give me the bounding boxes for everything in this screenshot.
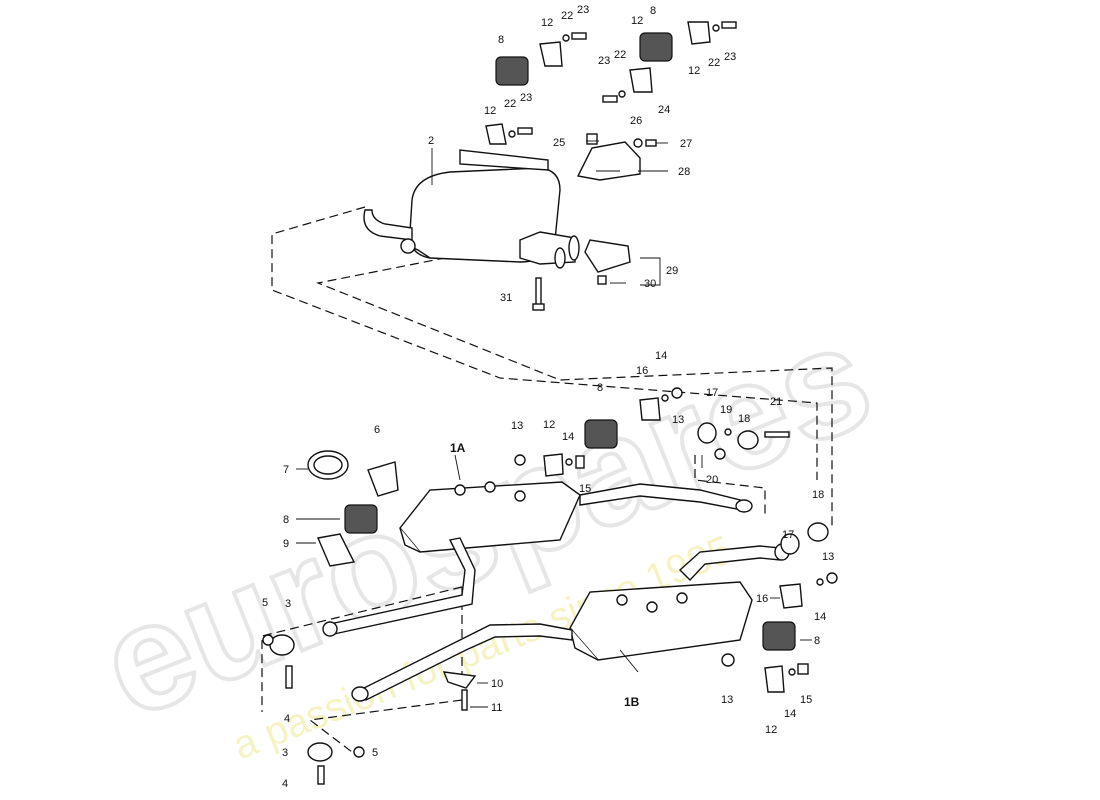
callout-31: 31 — [500, 292, 512, 304]
callout-12-top-right: 12 — [688, 65, 700, 77]
callout-12-top-mid: 12 — [631, 15, 643, 27]
center-muffler — [351, 543, 790, 702]
callout-29: 29 — [666, 265, 678, 277]
callout-24: 24 — [658, 104, 670, 116]
callout-14-right-bottom: 14 — [784, 708, 796, 720]
callout-3-bottom: 3 — [282, 747, 288, 759]
callout-21: 21 — [770, 396, 782, 408]
callout-22-top-left: 22 — [561, 10, 573, 22]
callout-28: 28 — [678, 166, 690, 178]
clamps — [269, 422, 829, 762]
callout-8-left: 8 — [283, 514, 289, 526]
callout-30: 30 — [644, 278, 656, 290]
callout-20: 20 — [706, 474, 718, 486]
callout-labels: 2 1A 1B 8 12 22 23 12 8 22 23 24 12 22 2… — [262, 4, 834, 790]
callout-14-mid-left: 14 — [562, 431, 574, 443]
callout-15-right-bottom: 15 — [800, 694, 812, 706]
rubber-mounts — [344, 32, 796, 651]
callout-9: 9 — [283, 538, 289, 550]
callout-23-top-right: 23 — [724, 51, 736, 63]
callout-4-bottom: 4 — [282, 778, 288, 790]
callout-1b: 1B — [624, 695, 640, 709]
heat-shield — [576, 141, 641, 181]
callout-8-mid: 8 — [597, 382, 603, 394]
callout-12-mid: 12 — [543, 419, 555, 431]
callout-26: 26 — [630, 115, 642, 127]
callout-12-right-bottom: 12 — [765, 724, 777, 736]
callout-22-top-right: 22 — [708, 57, 720, 69]
callout-23-top-mid: 23 — [598, 55, 610, 67]
tailpipe-trim — [584, 239, 631, 273]
callout-11: 11 — [491, 702, 502, 714]
callout-17-mid: 17 — [706, 387, 718, 399]
brackets — [442, 21, 803, 711]
callout-13-mid-right: 13 — [672, 414, 684, 426]
callout-22-upper: 22 — [504, 98, 516, 110]
callout-19: 19 — [720, 404, 732, 416]
callout-18-right: 18 — [812, 489, 824, 501]
callout-12-top-left: 12 — [541, 17, 553, 29]
rear-muffler — [363, 149, 580, 269]
callout-23-upper: 23 — [520, 92, 532, 104]
callout-16-right: 16 — [756, 593, 768, 605]
callout-17-right: 17 — [782, 529, 794, 541]
callout-25: 25 — [553, 137, 565, 149]
callout-5-top: 5 — [262, 597, 268, 609]
callout-8-right: 8 — [814, 635, 820, 647]
callout-6: 6 — [374, 424, 380, 436]
callout-23-top-left: 23 — [577, 4, 589, 16]
callout-8-top-right: 8 — [650, 5, 656, 17]
callout-8-top-left: 8 — [498, 34, 504, 46]
callout-14-right: 14 — [814, 611, 826, 623]
callout-2: 2 — [428, 135, 434, 147]
callout-15-mid: 15 — [579, 483, 591, 495]
leader-lines — [296, 140, 812, 708]
callout-13-right-bottom: 13 — [721, 694, 733, 706]
front-muffler — [322, 481, 753, 637]
callout-22-top-mid: 22 — [614, 49, 626, 61]
callout-13-right-top: 13 — [822, 551, 834, 563]
callout-16-mid: 16 — [636, 365, 648, 377]
callout-5-bottom: 5 — [372, 747, 378, 759]
callout-4-top: 4 — [284, 713, 290, 725]
callout-27: 27 — [680, 138, 692, 150]
bolt-31 — [532, 277, 545, 311]
callout-13-mid-left: 13 — [511, 420, 523, 432]
callout-18-mid: 18 — [738, 413, 750, 425]
callout-7: 7 — [283, 464, 289, 476]
callout-12-upper: 12 — [484, 105, 496, 117]
callout-1a: 1A — [450, 441, 466, 455]
fasteners — [262, 21, 838, 785]
callout-14-mid-top: 14 — [655, 350, 667, 362]
callout-10: 10 — [491, 678, 503, 690]
callout-3-top: 3 — [285, 598, 291, 610]
